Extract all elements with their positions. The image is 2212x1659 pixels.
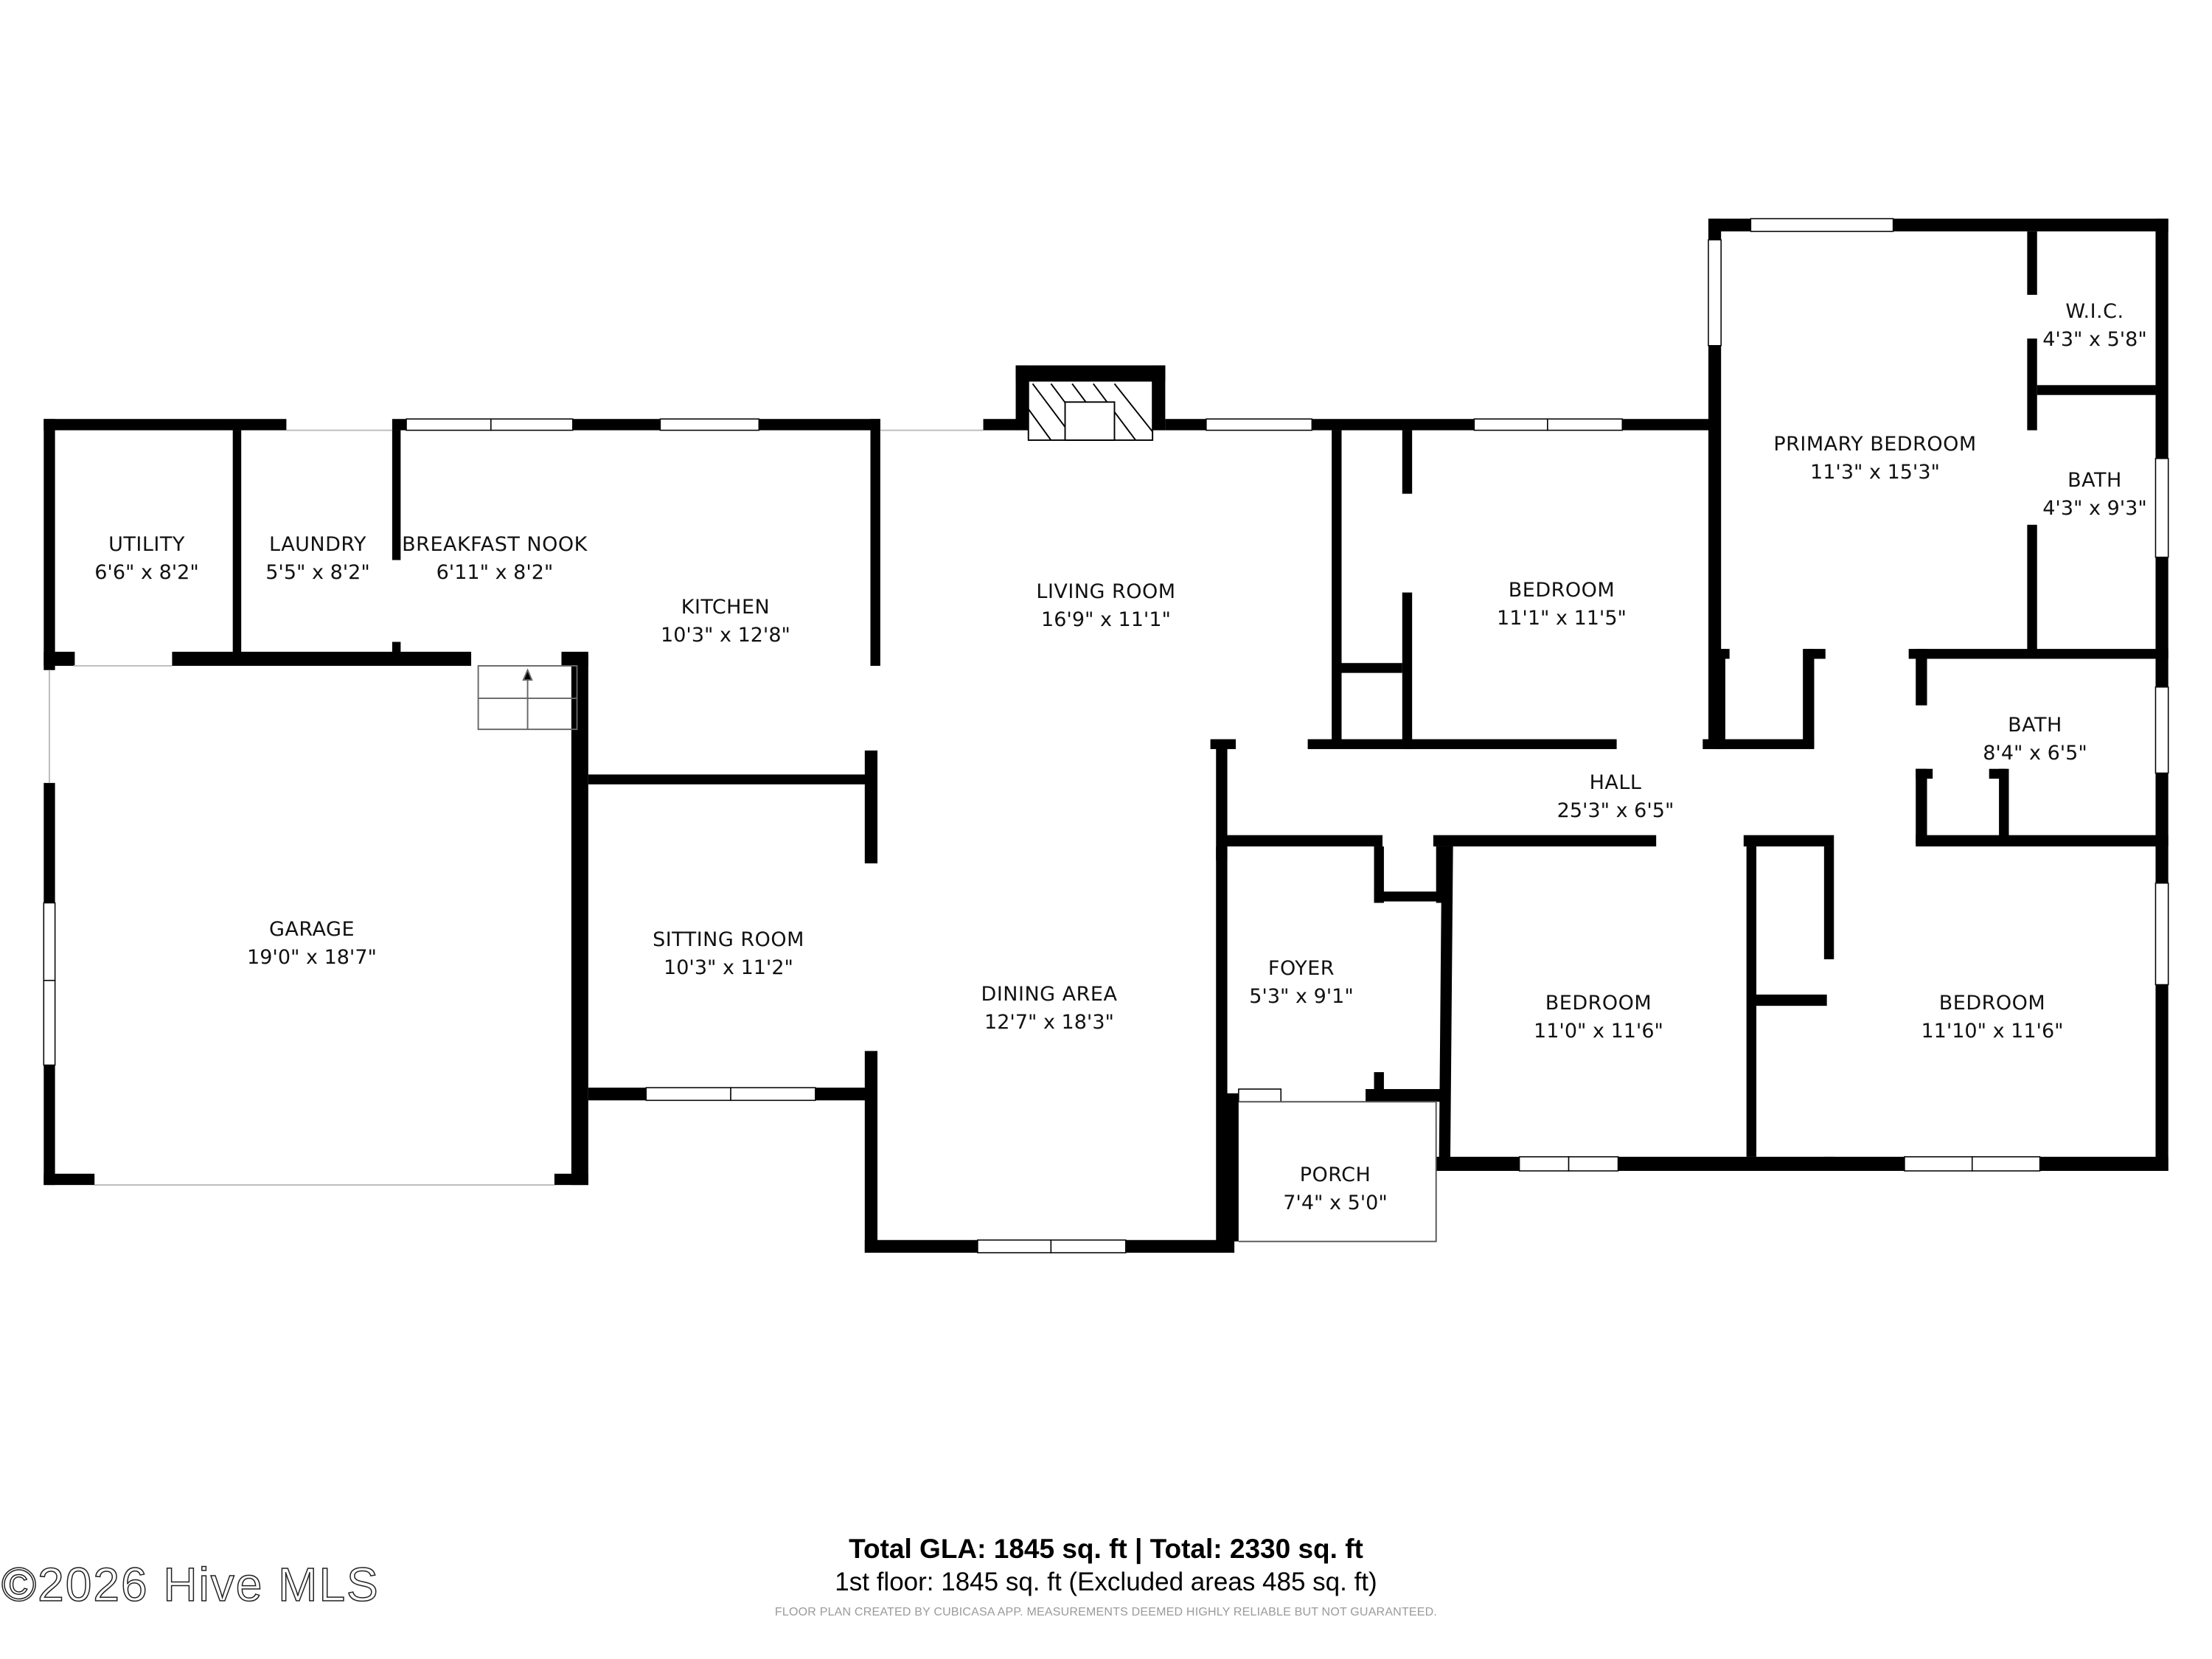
- room-name: SITTING ROOM: [653, 928, 804, 951]
- floor-area-summary: 1st floor: 1845 sq. ft (Excluded areas 4…: [835, 1568, 1377, 1596]
- room-name: FOYER: [1267, 957, 1335, 980]
- room-dims: 7'4" x 5'0": [1283, 1192, 1388, 1214]
- room-hall: HALL 25'3" x 6'5": [1557, 769, 1674, 825]
- room-name: HALL: [1589, 771, 1642, 794]
- room-bedroom-2: BEDROOM 11'1" x 11'5": [1497, 577, 1627, 633]
- copyright-watermark: ©2026 Hive MLS: [1, 1557, 380, 1612]
- disclaimer: FLOOR PLAN CREATED BY CUBICASA APP. MEAS…: [774, 1606, 1438, 1618]
- room-name: BATH: [2067, 469, 2122, 492]
- room-dims: 11'0" x 11'6": [1534, 1020, 1663, 1043]
- room-name: KITCHEN: [681, 596, 771, 619]
- room-living-room: LIVING ROOM 16'9" x 11'1": [1036, 578, 1175, 634]
- fireplace: [1027, 380, 1154, 441]
- room-dims: 11'1" x 11'5": [1497, 607, 1627, 630]
- room-dims: 5'3" x 9'1": [1249, 985, 1354, 1008]
- room-name: W.I.C.: [2065, 300, 2124, 323]
- room-dims: 4'3" x 9'3": [2042, 497, 2147, 520]
- stairs: [477, 665, 578, 731]
- room-name: BREAKFAST NOOK: [402, 533, 588, 556]
- room-primary-bedroom: PRIMARY BEDROOM 11'3" x 15'3": [1773, 431, 1976, 487]
- room-dims: 6'11" x 8'2": [436, 561, 554, 584]
- windows: [43, 218, 2169, 1253]
- room-porch: PORCH 7'4" x 5'0": [1283, 1161, 1388, 1217]
- room-bedroom-3: BEDROOM 11'0" x 11'6": [1534, 990, 1663, 1046]
- room-hall-bath: BATH 8'4" x 6'5": [1983, 712, 2087, 768]
- room-laundry: LAUNDRY 5'5" x 8'2": [265, 531, 370, 587]
- room-dims: 12'7" x 18'3": [984, 1011, 1114, 1034]
- room-kitchen: KITCHEN 10'3" x 12'8": [661, 594, 790, 650]
- room-dims: 19'0" x 18'7": [247, 946, 377, 969]
- room-dims: 4'3" x 5'8": [2042, 328, 2147, 351]
- room-name: LAUNDRY: [269, 533, 366, 556]
- room-dims: 5'5" x 8'2": [265, 561, 370, 584]
- room-name: PRIMARY BEDROOM: [1773, 433, 1977, 456]
- openings: [49, 429, 984, 1186]
- porch-outline: [1238, 1101, 1437, 1242]
- room-dims: 8'4" x 6'5": [1983, 742, 2087, 765]
- room-wic: W.I.C. 4'3" x 5'8": [2042, 298, 2147, 354]
- room-dims: 16'9" x 11'1": [1041, 608, 1171, 631]
- room-dims: 10'3" x 12'8": [661, 624, 790, 647]
- room-name: LIVING ROOM: [1036, 580, 1176, 603]
- room-name: DINING AREA: [981, 983, 1118, 1006]
- walls: [44, 218, 2168, 1253]
- room-bedroom-4: BEDROOM 11'10" x 11'6": [1921, 990, 2063, 1046]
- room-name: BEDROOM: [1545, 992, 1652, 1015]
- room-name: GARAGE: [268, 918, 355, 941]
- room-utility: UTILITY 6'6" x 8'2": [94, 531, 199, 587]
- room-dims: 11'3" x 15'3": [1810, 461, 1940, 484]
- room-dims: 11'10" x 11'6": [1921, 1020, 2064, 1043]
- room-breakfast-nook: BREAKFAST NOOK 6'11" x 8'2": [402, 531, 588, 587]
- room-primary-bath: BATH 4'3" x 9'3": [2042, 467, 2147, 523]
- room-name: BEDROOM: [1938, 992, 2046, 1015]
- room-dims: 25'3" x 6'5": [1557, 799, 1674, 822]
- room-name: UTILITY: [108, 533, 185, 556]
- total-area-summary: Total GLA: 1845 sq. ft | Total: 2330 sq.…: [849, 1534, 1363, 1564]
- room-sitting-room: SITTING ROOM 10'3" x 11'2": [653, 926, 804, 982]
- room-foyer: FOYER 5'3" x 9'1": [1249, 955, 1354, 1011]
- room-dining-area: DINING AREA 12'7" x 18'3": [981, 981, 1118, 1037]
- room-dims: 10'3" x 11'2": [664, 956, 793, 979]
- room-name: BATH: [2008, 714, 2062, 737]
- room-garage: GARAGE 19'0" x 18'7": [247, 916, 377, 972]
- room-dims: 6'6" x 8'2": [94, 561, 199, 584]
- room-name: PORCH: [1299, 1164, 1371, 1186]
- room-name: BEDROOM: [1508, 579, 1615, 602]
